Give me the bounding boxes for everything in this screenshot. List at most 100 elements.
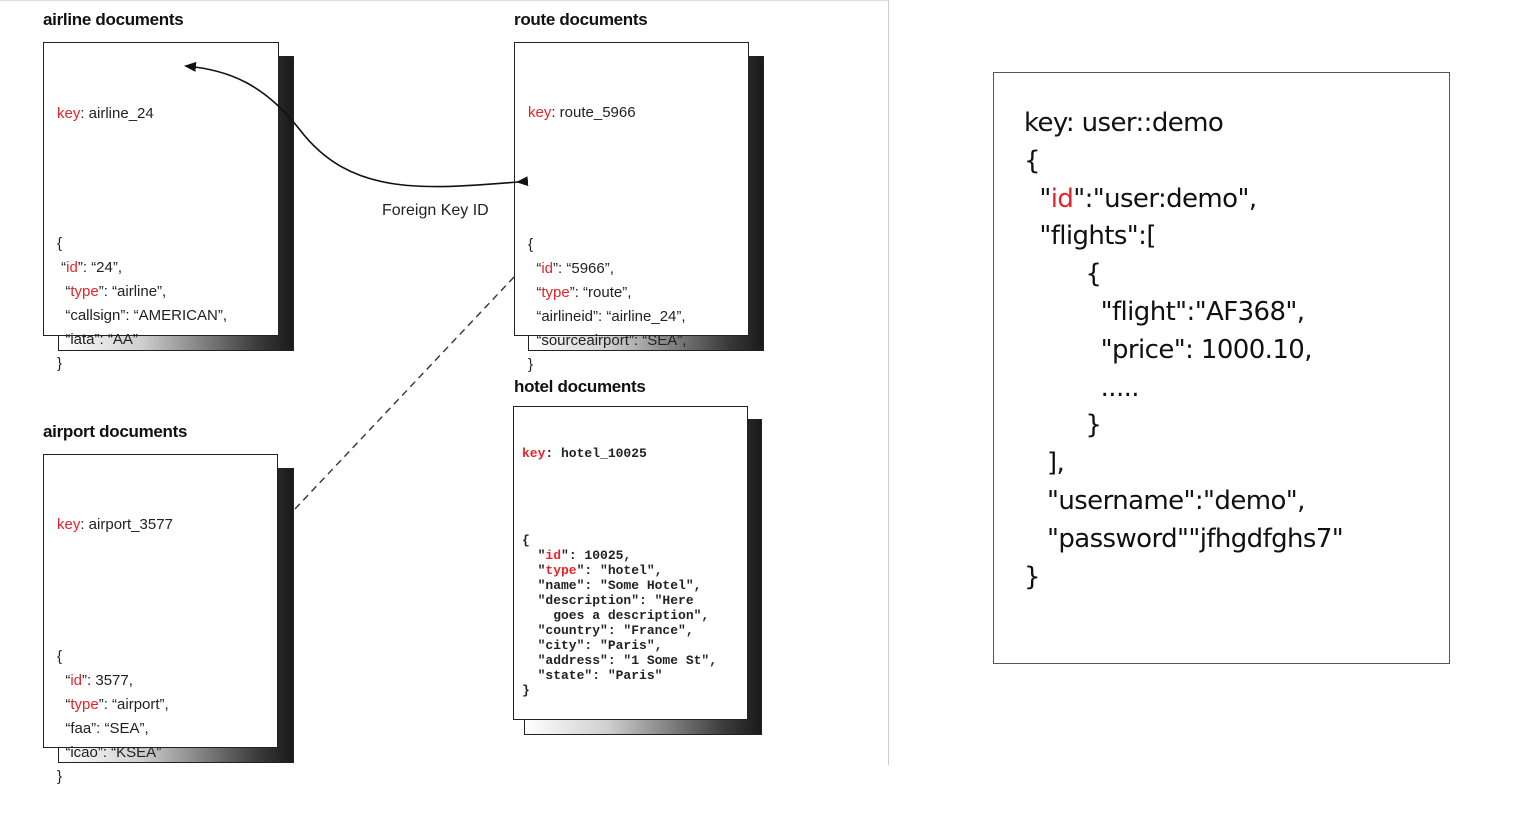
code-field-highlight: id [66,259,78,276]
code-line: “airlineid”: “airline_24”, [528,305,686,329]
code-line: { [57,232,227,256]
code-line: “id”: “24”, [57,256,227,280]
code-text: key: user::demo [1024,108,1224,138]
code-text: "country": "France", [522,623,694,638]
code-text: "flight":"AF368", [1024,296,1305,327]
code-line: { [1024,256,1343,294]
code-text: “sourceairport”: “SEA”, [528,332,687,349]
code-text: ”: “route”, [569,284,632,301]
code-text: "address": "1 Some St", [522,653,718,668]
code-line: “iata”: “AA” [57,328,227,352]
code-text: } [57,768,63,785]
code-field-highlight: id [70,672,83,689]
code-line: key: user::demo [1024,105,1343,143]
code-field-highlight: id [1050,183,1074,214]
code-text: ":"user:demo", [1073,183,1257,214]
code-line: “type”: “route”, [528,281,686,305]
code-line: "type": "hotel", [522,563,717,578]
code-text: { [57,648,63,665]
airline-key-value: : airline_24 [80,105,154,122]
code-text: ": 10025, [561,548,632,563]
code-line: { [528,233,686,257]
code-text: “ [57,696,71,713]
hotel-key-label: key [522,446,546,461]
code-line: ..... [1024,370,1343,408]
code-line: } [528,353,686,377]
code-line: } [522,683,717,698]
airport-key-line: key: airport_3577 [57,513,173,537]
code-text: “ [528,260,542,277]
code-line: “icao”: “KSEA” [57,741,173,765]
code-field-highlight: id [545,548,562,563]
hotel-document: key: hotel_10025 { "id": 10025, "type": … [513,406,748,720]
hotel-key-line: key: hotel_10025 [522,446,717,461]
code-field-highlight: type [70,696,99,713]
code-line: { [57,645,173,669]
code-text: “callsign”: “AMERICAN”, [57,307,228,324]
code-text: goes a description", [522,608,710,623]
user-json-body: key: user::demo{ "id":"user:demo", "flig… [1024,105,1344,597]
code-line: "state": "Paris" [522,668,717,683]
code-text: “faa”: “SEA”, [57,720,149,737]
code-line: “id”: 3577, [57,669,173,693]
code-line: goes a description", [522,608,717,623]
code-text: { [528,236,534,253]
airport-json-body: { “id”: 3577, “type”: “airport”, “faa”: … [57,645,173,789]
hotel-json-body: { "id": 10025, "type": "hotel", "name": … [522,533,717,698]
airport-key-label: key [57,516,81,533]
code-text: “ [57,672,71,689]
code-text: “icao”: “KSEA” [57,744,162,761]
hotel-documents-title: hotel documents [514,377,646,396]
airline-document: key: airline_24 { “id”: “24”, “type”: “a… [43,42,279,372]
code-line: } [1024,407,1343,445]
code-text: ..... [1024,372,1140,403]
code-text: } [528,356,534,373]
code-line: "flights":[ [1024,218,1343,256]
code-line: “sourceairport”: “SEA”, [528,329,686,353]
code-text: "price": 1000.10, [1024,334,1313,365]
airline-documents-title: airline documents [43,10,184,29]
code-line: "city": "Paris", [522,638,717,653]
code-text: { [1024,145,1041,176]
code-text: } [522,683,530,698]
code-text: "name": "Some Hotel", [522,578,702,593]
route-json-body: { “id”: “5966”, “type”: “route”, “airlin… [528,233,686,377]
route-documents-title: route documents [514,10,648,29]
code-line: "username":"demo", [1024,483,1343,521]
code-line: "address": "1 Some St", [522,653,717,668]
code-text: ”: “5966”, [553,260,614,277]
code-text: " [522,548,546,563]
code-text: "username":"demo", [1024,485,1305,516]
hotel-key-value: : hotel_10025 [545,446,647,461]
code-line: "description": "Here [522,593,717,608]
code-line: } [57,352,227,376]
document-model-diagram: airline documents key: airline_24 { “id”… [0,0,889,785]
code-line: "name": "Some Hotel", [522,578,717,593]
code-text: "city": "Paris", [522,638,663,653]
code-line: "flight":"AF368", [1024,294,1343,332]
code-line: “type”: “airport”, [57,693,173,717]
code-line: { [1024,143,1343,181]
code-line: "password""jfhgdfghs7" [1024,521,1344,559]
code-text: "password""jfhgdfghs7" [1024,523,1344,554]
code-line: ], [1024,445,1343,483]
code-field-highlight: type [70,283,99,300]
code-text: ”: 3577, [82,672,133,689]
code-line: } [1024,559,1343,597]
code-text: } [1024,561,1041,592]
airline-key-line: key: airline_24 [57,102,227,126]
code-line: "id": 10025, [522,548,717,563]
code-text: } [1024,410,1102,441]
airport-documents-title: airport documents [43,422,188,441]
airport-document: key: airport_3577 { “id”: 3577, “type”: … [43,454,278,785]
route-document: key: route_5966 { “id”: “5966”, “type”: … [514,42,749,373]
code-text: } [57,355,63,372]
foreign-key-label: Foreign Key ID [382,202,489,219]
code-line: "price": 1000.10, [1024,332,1343,370]
code-line: “id”: “5966”, [528,257,686,281]
code-text: { [57,235,63,252]
code-field-highlight: id [541,260,554,277]
code-text: ”: “airport”, [98,696,169,713]
code-text: " [522,563,546,578]
code-line: "country": "France", [522,623,717,638]
